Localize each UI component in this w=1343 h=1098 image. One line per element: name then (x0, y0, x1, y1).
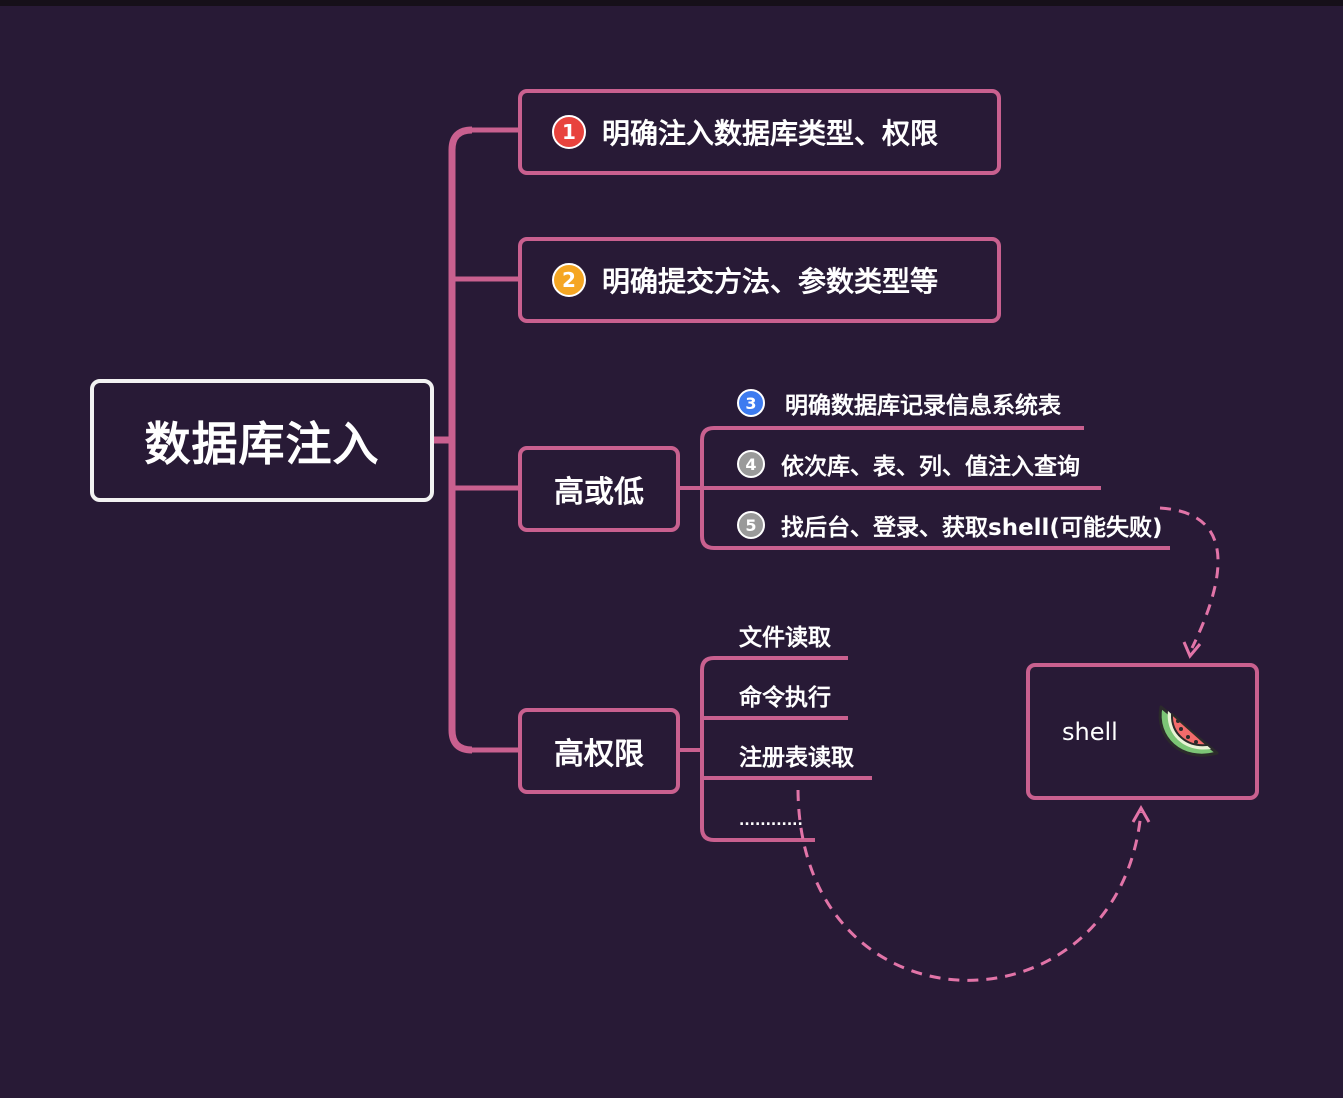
high-privilege-label: 高权限 (554, 737, 644, 772)
high-or-low-node: 高或低 (518, 446, 680, 532)
watermelon-icon (1158, 705, 1219, 757)
number-badge-5-icon: 5 (737, 511, 765, 539)
leaf-file-read: 文件读取 (739, 618, 831, 652)
root-label: 数据库注入 (144, 416, 380, 471)
leaf-label-4: 依次库、表、列、值注入查询 (781, 454, 1080, 480)
leaf-item-3: 3 明确数据库记录信息系统表 (737, 386, 1061, 420)
leaf-label-3: 明确数据库记录信息系统表 (785, 393, 1061, 419)
leaf-command-exec: 命令执行 (739, 678, 831, 712)
leaf-ellipsis-label: ............ (739, 813, 803, 829)
high-privilege-node: 高权限 (518, 708, 680, 794)
number-badge-4-icon: 4 (737, 450, 765, 478)
high-or-low-label: 高或低 (554, 475, 644, 510)
leaf-ellipsis: ............ (739, 806, 803, 836)
leaf-label-5: 找后台、登录、获取shell(可能失败) (781, 515, 1163, 541)
leaf-command-exec-label: 命令执行 (739, 685, 831, 711)
step-label-2: 明确提交方法、参数类型等 (602, 265, 939, 298)
step-node-2: 2 明确提交方法、参数类型等 (518, 237, 1001, 323)
leaf-item-5: 5 找后台、登录、获取shell(可能失败) (737, 508, 1162, 542)
number-badge-2-icon: 2 (552, 263, 586, 297)
number-badge-3-icon: 3 (737, 389, 765, 417)
shell-label: shell (1062, 717, 1118, 746)
root-node: 数据库注入 (90, 379, 434, 502)
leaf-file-read-label: 文件读取 (739, 625, 831, 651)
number-badge-1-icon: 1 (552, 115, 586, 149)
step-label-1: 明确注入数据库类型、权限 (602, 117, 939, 150)
leaf-item-4: 4 依次库、表、列、值注入查询 (737, 447, 1080, 481)
leaf-registry-read: 注册表读取 (739, 738, 854, 772)
step-node-1: 1 明确注入数据库类型、权限 (518, 89, 1001, 175)
shell-node: shell (1026, 663, 1259, 800)
leaf-registry-read-label: 注册表读取 (739, 745, 854, 771)
top-bar (0, 0, 1343, 6)
